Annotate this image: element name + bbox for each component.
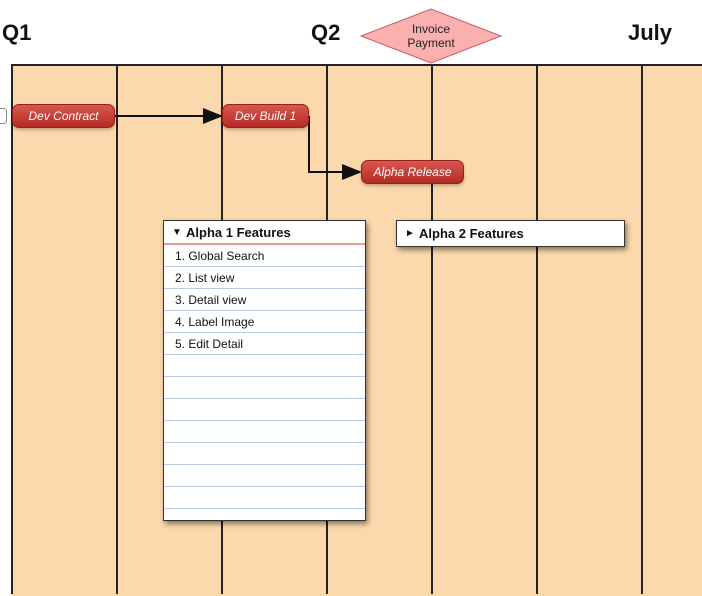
milestone-invoice-payment[interactable]: Invoice Payment bbox=[360, 8, 502, 64]
column-divider bbox=[431, 64, 433, 594]
alpha2-card-title: Alpha 2 Features bbox=[419, 225, 524, 241]
alpha2-card-header[interactable]: ► Alpha 2 Features bbox=[397, 221, 624, 245]
alpha1-feature-list: 1. Global Search 2. List view 3. Detail … bbox=[164, 245, 365, 517]
alpha1-card-title: Alpha 1 Features bbox=[186, 224, 291, 240]
quarter-label-q1: Q1 bbox=[2, 20, 32, 45]
task-dev-contract[interactable]: Dev Contract bbox=[12, 104, 115, 128]
milestone-label: Invoice Payment bbox=[407, 22, 455, 50]
feature-item[interactable]: 2. List view bbox=[175, 271, 235, 285]
expanded-triangle-icon[interactable]: ▼ bbox=[172, 226, 182, 238]
feature-item[interactable]: 1. Global Search bbox=[175, 249, 265, 263]
alpha2-features-card[interactable]: ► Alpha 2 Features bbox=[396, 220, 625, 247]
diamond-shape bbox=[360, 8, 502, 64]
quarter-label-q2: Q2 bbox=[311, 20, 341, 45]
task-alpha-release[interactable]: Alpha Release bbox=[361, 160, 464, 184]
alpha1-card-header[interactable]: ▼ Alpha 1 Features bbox=[164, 221, 365, 245]
month-label-july: July bbox=[628, 20, 673, 45]
feature-item[interactable]: 5. Edit Detail bbox=[175, 337, 244, 351]
task-dev-build-1[interactable]: Dev Build 1 bbox=[222, 104, 309, 128]
offscreen-task-stub[interactable] bbox=[0, 108, 7, 124]
column-divider bbox=[536, 64, 538, 594]
column-divider bbox=[116, 64, 118, 594]
column-divider bbox=[11, 64, 13, 594]
feature-item[interactable]: 4. Label Image bbox=[175, 315, 255, 329]
feature-item[interactable]: 3. Detail view bbox=[175, 293, 247, 307]
collapsed-triangle-icon[interactable]: ► bbox=[405, 227, 415, 239]
alpha1-features-card[interactable]: ▼ Alpha 1 Features 1. Global Search 2. L… bbox=[163, 220, 366, 521]
column-divider bbox=[641, 64, 643, 594]
